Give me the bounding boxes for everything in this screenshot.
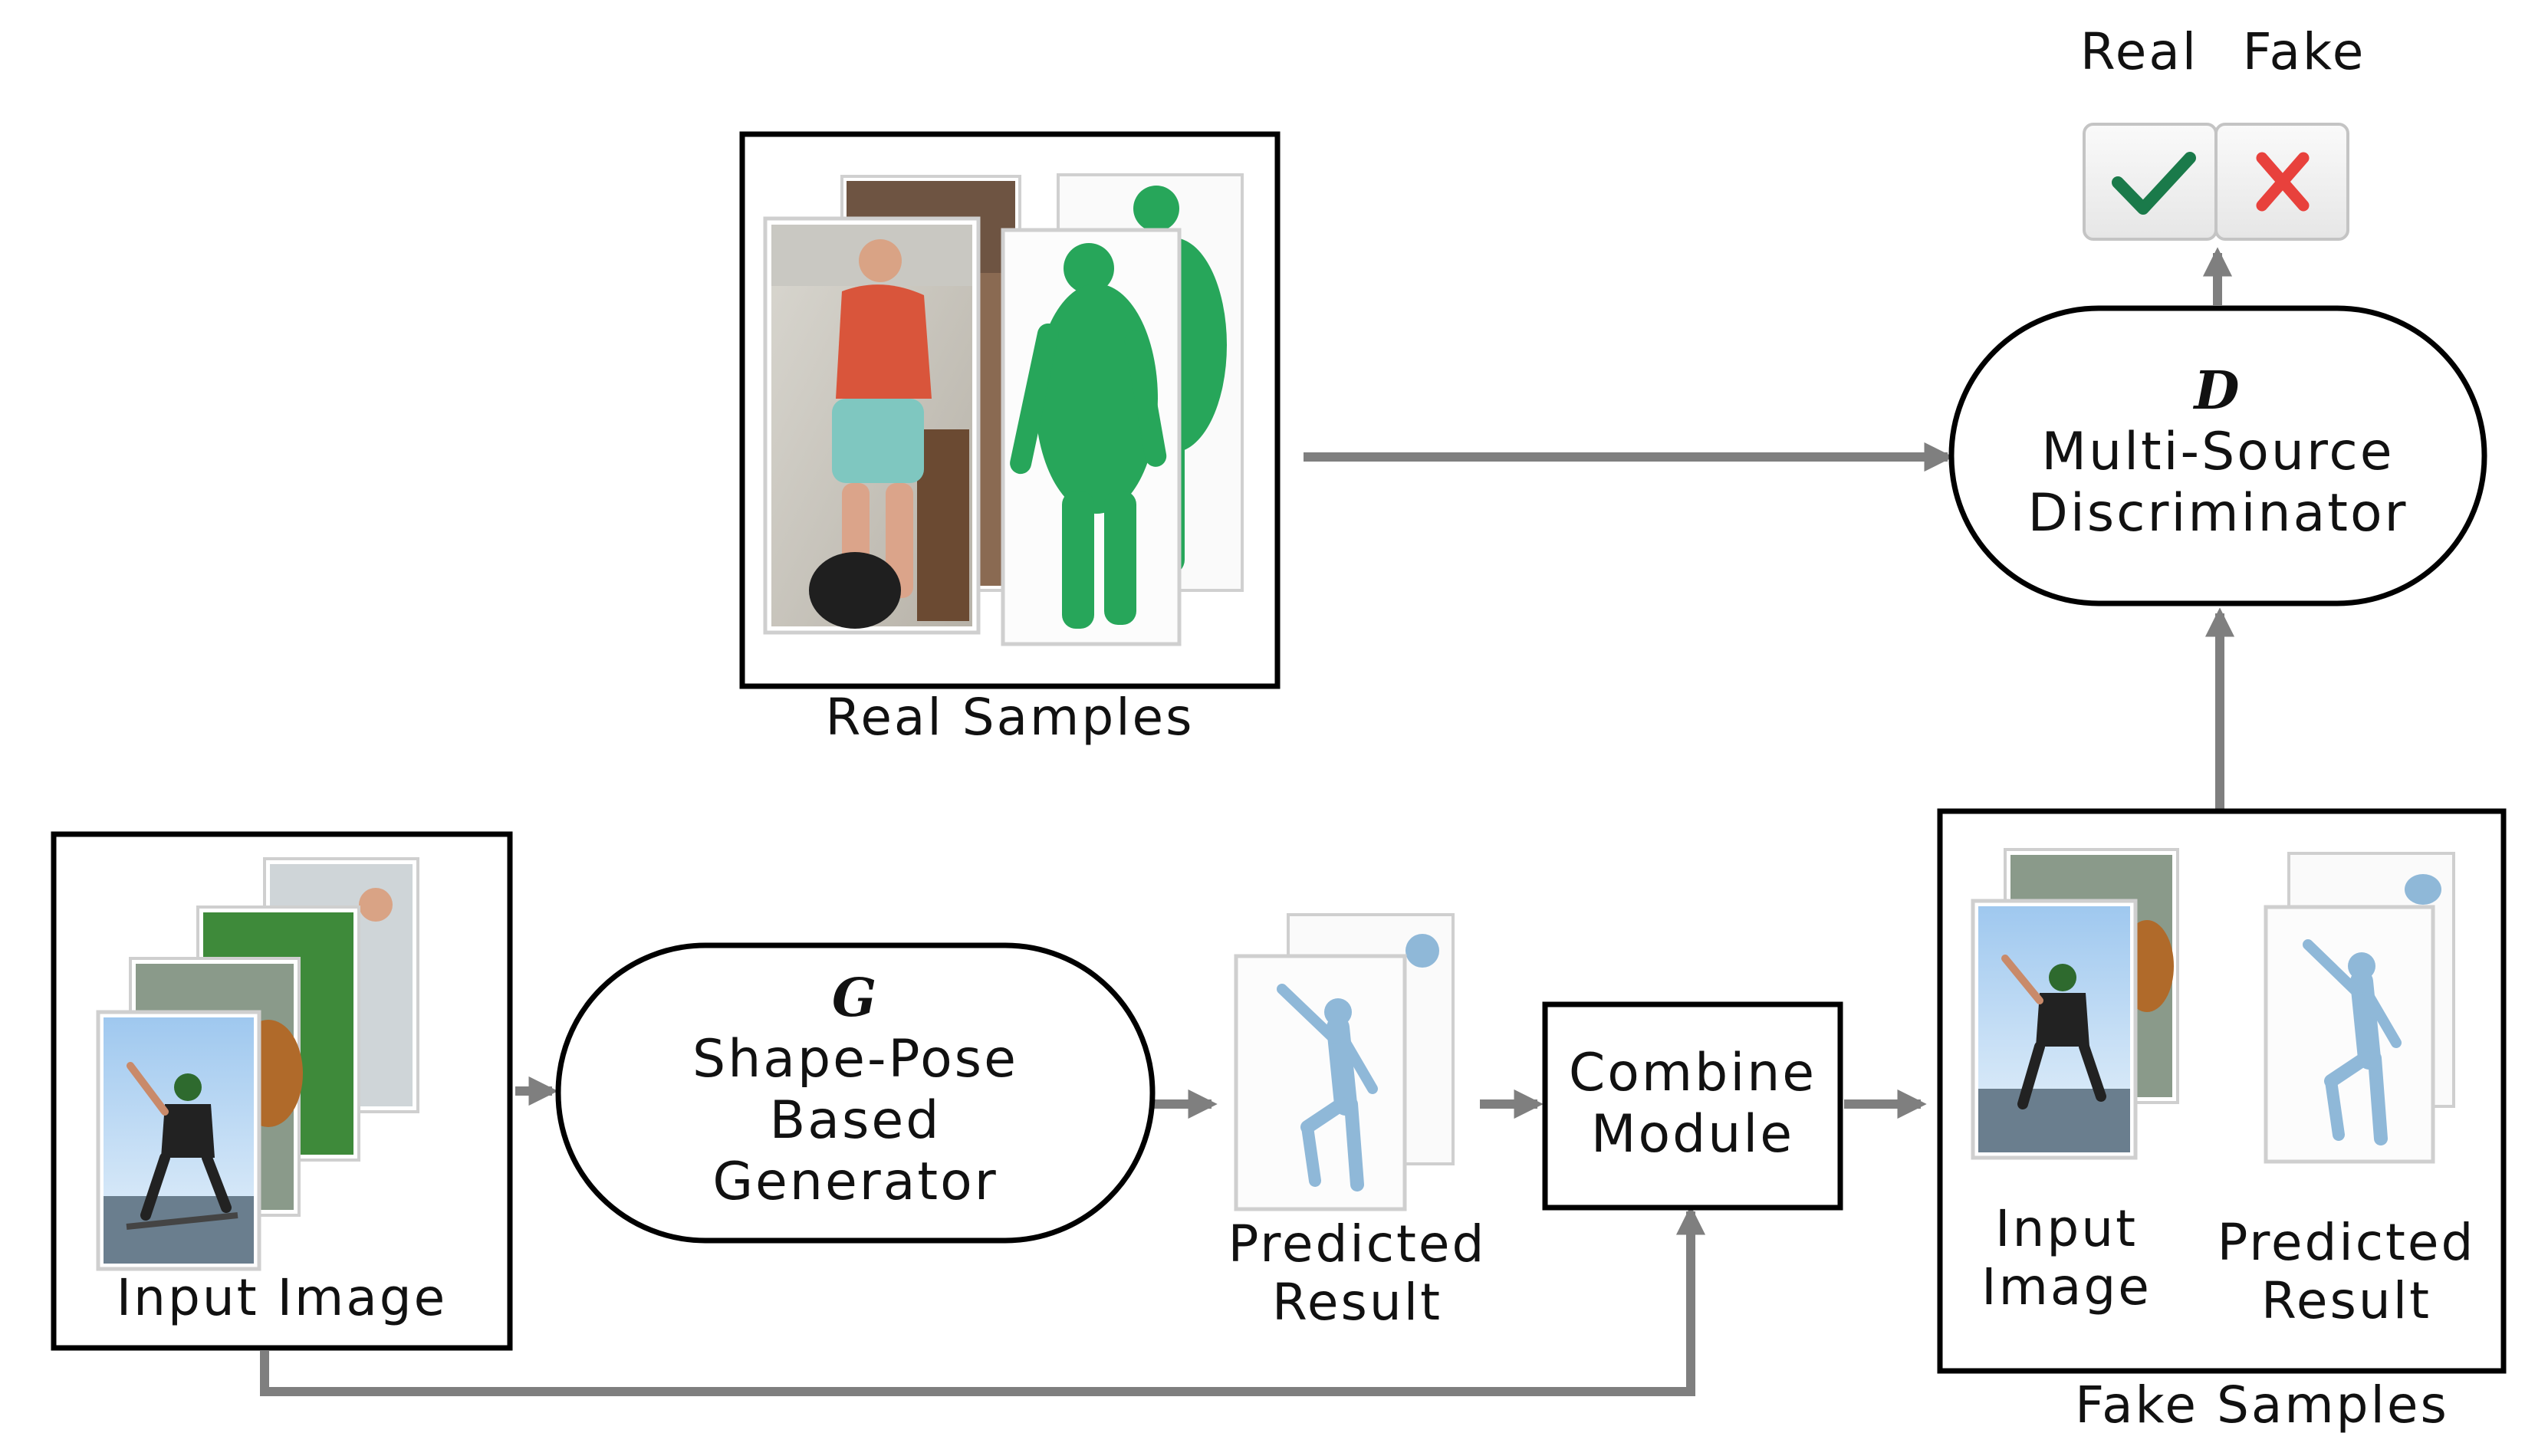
real-button[interactable] [2083,123,2218,241]
fake-samples-panel [1937,808,2507,1374]
green-body-mesh-front [1010,243,1167,629]
fake-pred-line1: Predicted [2217,1213,2476,1272]
input-image-caption: Input Image [116,1268,448,1327]
verdict-panel [2083,123,2349,241]
fake-label: Fake [2242,22,2366,81]
combine-line1: Combine [1568,1043,1817,1103]
fake-predicted-caption: Predicted Result [2193,1214,2500,1330]
fake-blue-body-mesh [2303,939,2402,1145]
predicted-result-stack [1234,913,1455,1211]
fake-input-line2: Image [1981,1257,2152,1316]
generator-ellipse [555,942,1156,1244]
real-samples-panel [739,131,1281,689]
predicted-result-caption: Predicted Result [1196,1215,1518,1332]
combine-module-label: Combine Module [1545,1043,1840,1165]
person-photo [809,239,932,629]
fake-input-line1: Input [1995,1199,2138,1258]
cross-mark-icon [2256,152,2310,212]
predicted-line1: Predicted [1228,1214,1487,1274]
discriminator-line2: Discriminator [2027,483,2408,544]
arrow-input-to-combine [260,1205,1706,1396]
check-mark-icon [2112,152,2196,215]
combine-line2: Module [1590,1104,1795,1165]
generator-label: G Shape-Pose Based Generator [558,968,1152,1213]
predicted-line2: Result [1272,1272,1442,1332]
discriminator-symbol: D [2194,360,2242,422]
fake-skateboarder-photo [2001,955,2106,1109]
discriminator-ellipse [1948,305,2487,606]
generator-line2: Based [769,1090,942,1151]
generator-symbol: G [831,968,879,1029]
combine-module-box [1542,1001,1843,1211]
fake-pred-line2: Result [2261,1270,2431,1330]
discriminator-label: D Multi-Source Discriminator [1951,360,2484,544]
discriminator-line1: Multi-Source [2041,422,2395,482]
input-image-panel [51,831,513,1351]
skateboarder-photo [126,1062,238,1230]
fake-input-caption: Input Image [1951,1200,2181,1316]
real-label: Real [2079,22,2199,81]
fake-samples-caption: Fake Samples [2075,1375,2449,1435]
blue-body-mesh [1277,984,1378,1191]
real-samples-caption: Real Samples [825,688,1195,747]
arrows [260,247,2235,1396]
generator-line1: Shape-Pose [692,1029,1018,1090]
generator-line3: Generator [712,1152,998,1212]
